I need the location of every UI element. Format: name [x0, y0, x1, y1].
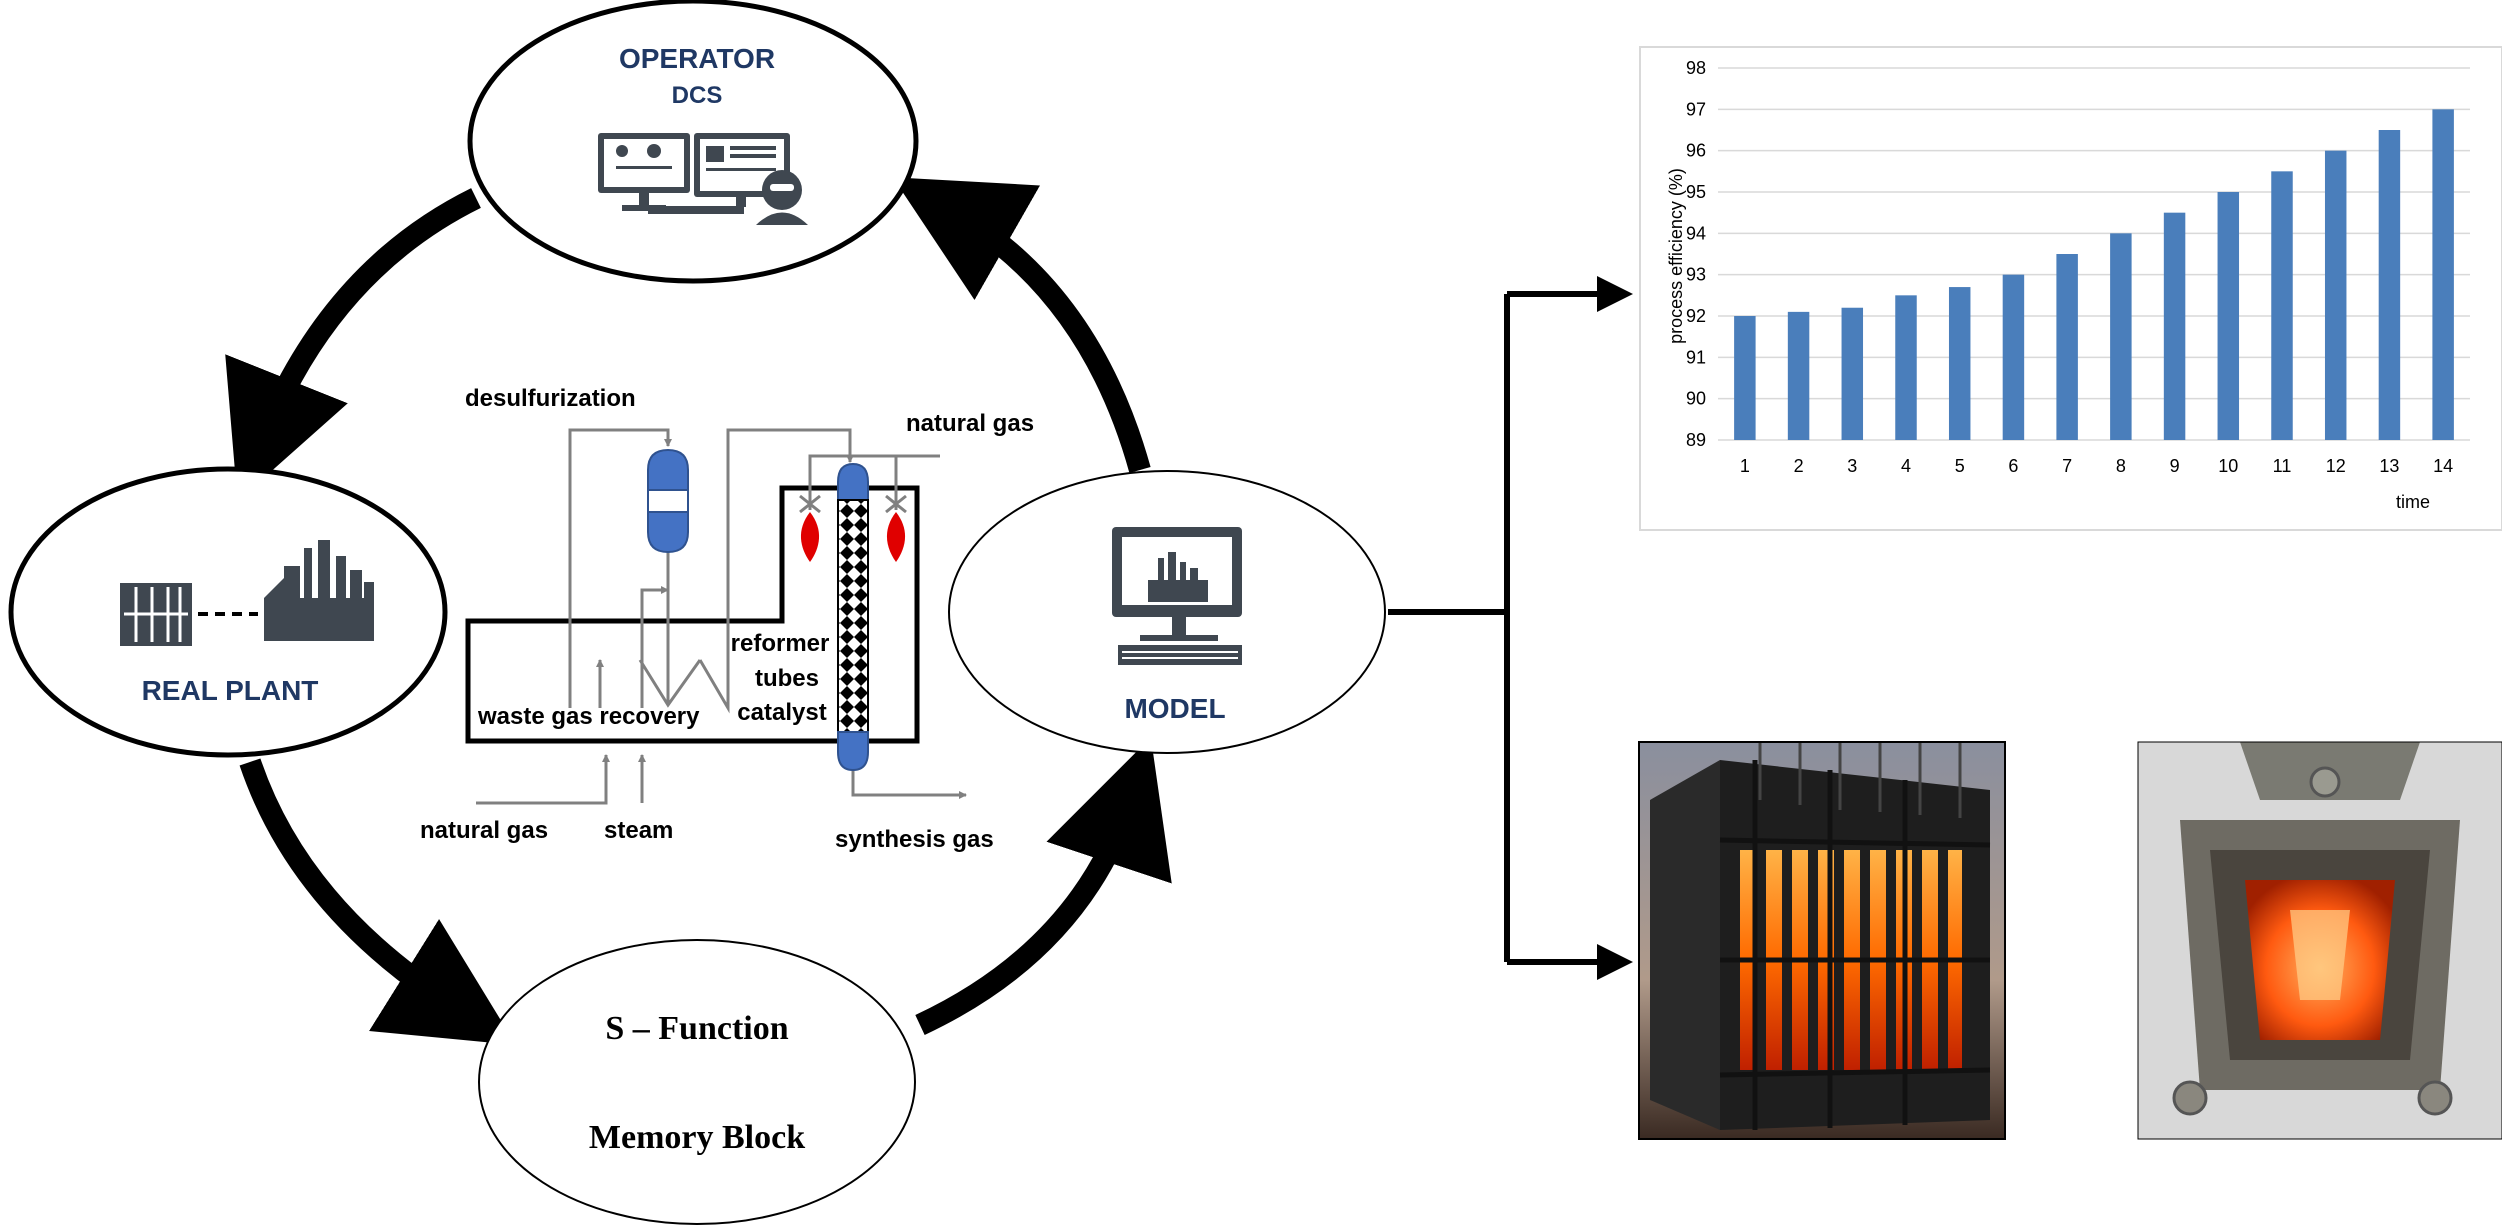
factory-icon [264, 540, 374, 641]
operator-subtitle: DCS [672, 82, 723, 109]
chart-bar [2110, 233, 2132, 440]
label-natural-gas-bottom: natural gas [420, 817, 548, 844]
chart-x-tick-label: 10 [2218, 456, 2238, 476]
chart-bar [1948, 287, 1971, 440]
label-reformer: reformer [731, 630, 830, 657]
chart-x-tick-label: 11 [2273, 456, 2292, 476]
model-output-connector [1388, 276, 1633, 980]
chart-bar [1787, 311, 1810, 440]
operator-workstation-icon [598, 133, 808, 225]
s-function-label: S – Function [605, 1010, 788, 1047]
chart-y-axis-label: process efficiency (%) [1666, 168, 1686, 344]
label-natural-gas-top: natural gas [906, 410, 1034, 437]
chart-x-tick-label: 14 [2433, 456, 2453, 476]
burner-flame-left [800, 512, 820, 562]
chart-y-tick-label: 95 [1686, 182, 1706, 202]
reformer-process-schematic: desulfurization natural gas reformer tub… [420, 385, 1034, 853]
chart-y-tick-label: 93 [1686, 265, 1706, 285]
chart-bar [2378, 130, 2401, 440]
chart-x-axis-label: time [2396, 492, 2430, 512]
chart-y-tick-label: 97 [1686, 99, 1706, 119]
chart-bar [1841, 307, 1864, 440]
chart-x-tick-label: 6 [2008, 456, 2018, 476]
label-tubes: tubes [755, 665, 819, 692]
reformer-furnace-photo [1638, 741, 2006, 1140]
chart-x-tick-label: 1 [1740, 456, 1750, 476]
burner-flame-right [886, 512, 906, 562]
chart-bar [2432, 109, 2454, 440]
label-synthesis-gas: synthesis gas [835, 826, 994, 853]
chart-y-ticks: 89 90 91 92 93 94 95 96 97 98 [1686, 58, 1706, 450]
operator-node: OPERATOR DCS [467, 0, 919, 284]
chart-bar [2324, 150, 2347, 440]
chart-x-tick-label: 5 [1955, 456, 1965, 476]
chart-bar [2217, 192, 2240, 440]
chart-x-tick-label: 7 [2062, 456, 2072, 476]
cycle-arrows [225, 177, 1172, 1045]
chart-y-tick-label: 94 [1686, 223, 1706, 243]
chart-y-tick-label: 91 [1686, 347, 1706, 367]
chart-bars [1734, 109, 2454, 441]
arrow-operator-to-plant [225, 188, 481, 502]
arrow-sfunction-to-model [915, 737, 1172, 1035]
arrow-model-to-operator [892, 177, 1151, 473]
reformer-tube [837, 462, 869, 772]
real-plant-title: REAL PLANT [142, 675, 319, 706]
operator-title: OPERATOR [619, 43, 775, 74]
chart-x-tick-label: 9 [2170, 456, 2180, 476]
real-plant-node: REAL PLANT [8, 466, 448, 758]
burner-viewport-photo [2137, 741, 2502, 1140]
desulfurizer-vessel [647, 448, 689, 554]
control-cabinet-icon [120, 583, 192, 646]
chart-y-tick-label: 90 [1686, 389, 1706, 409]
chart-y-tick-label: 92 [1686, 306, 1706, 326]
chart-x-tick-label: 13 [2379, 456, 2399, 476]
arrow-plant-to-sfunction [239, 758, 516, 1045]
s-function-node: S – Function Memory Block [478, 939, 916, 1225]
chart-bar [2271, 171, 2293, 441]
label-desulfurization: desulfurization [465, 385, 636, 412]
chart-x-tick-label: 4 [1901, 456, 1911, 476]
model-title: MODEL [1124, 693, 1225, 724]
furnace-outline [465, 485, 920, 744]
chart-bar [2002, 274, 2025, 440]
label-catalyst: catalyst [737, 699, 826, 726]
chart-bar [1895, 295, 1917, 440]
chart-bar [1734, 316, 1756, 440]
memory-block-label: Memory Block [589, 1119, 805, 1156]
computer-plant-icon [1112, 527, 1242, 665]
chart-y-tick-label: 96 [1686, 141, 1706, 161]
model-node: MODEL [948, 470, 1386, 754]
chart-x-tick-label: 2 [1794, 456, 1804, 476]
chart-x-tick-label: 8 [2116, 456, 2126, 476]
chart-y-tick-label: 89 [1686, 430, 1706, 450]
chart-y-tick-label: 98 [1686, 58, 1706, 78]
chart-x-tick-label: 12 [2326, 456, 2346, 476]
label-steam: steam [604, 817, 673, 844]
chart-x-tick-label: 3 [1847, 456, 1857, 476]
label-waste-gas-recovery: waste gas recovery [477, 703, 700, 730]
chart-bar [2056, 254, 2078, 440]
chart-bar [2163, 212, 2186, 440]
